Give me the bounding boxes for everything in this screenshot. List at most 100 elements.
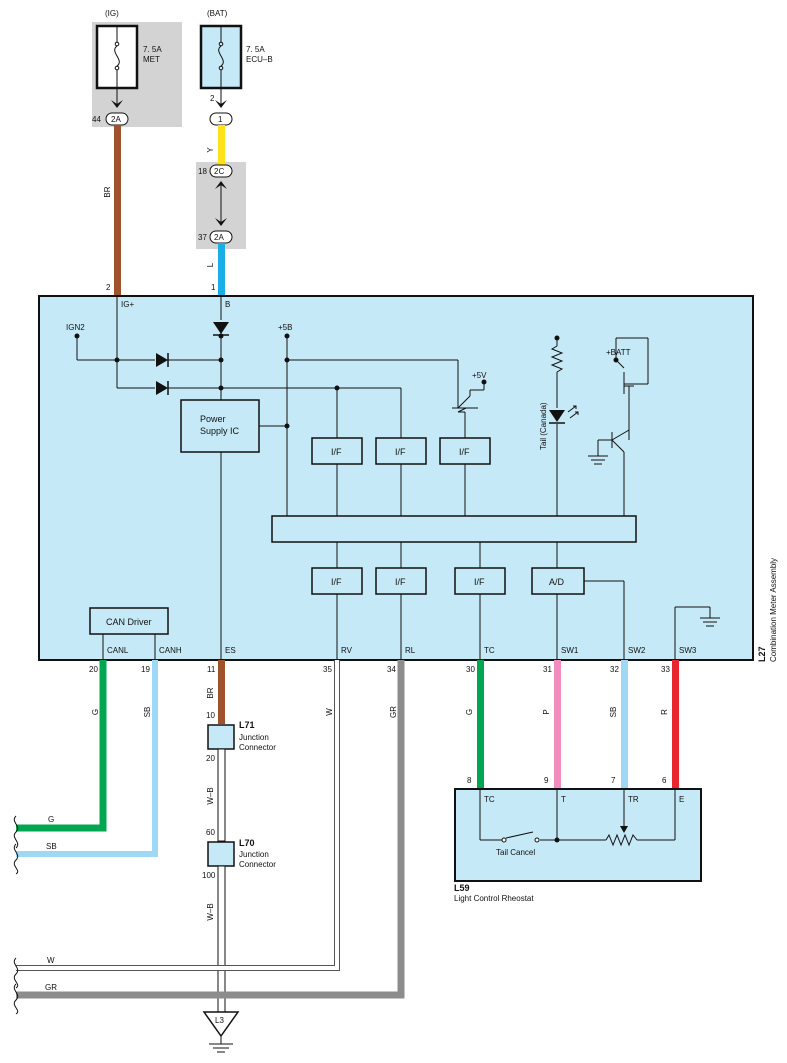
rheostat-pin-tc-label: TC [484, 795, 495, 804]
rheostat-pin-6: 6 [662, 776, 667, 785]
rheostat-pin-8: 8 [467, 776, 472, 785]
connector-2c: 2C 18 [198, 164, 233, 226]
left-wire-ends: G SB W GR [13, 815, 57, 1015]
meter-pin-rv-label: RV [341, 646, 353, 655]
power-supply-ic [180, 399, 260, 453]
meter-pin-canh-label: CANH [159, 646, 182, 655]
meter-pin-sw3-label: SW3 [679, 646, 697, 655]
ground-l3: L3 [202, 1011, 240, 1053]
if-block-1 [311, 437, 363, 465]
meter-cpu-bus [271, 515, 637, 543]
break-mark-sb [13, 843, 19, 875]
ground-l3-label: L3 [215, 1016, 224, 1025]
wire-g-canl [16, 660, 107, 832]
label-ign2: IGN2 [66, 323, 85, 332]
diode-ig [156, 381, 168, 395]
left-wire-g-label: G [48, 815, 54, 824]
label-plus5b: +5B [278, 323, 292, 332]
fuse-ig-element [114, 45, 120, 67]
meter-name: L27 [757, 646, 767, 662]
wire-g-tc [477, 660, 484, 789]
if-block-1-label: I/F [331, 447, 342, 457]
wire-g-tc-label: G [465, 709, 474, 715]
wire-p-sw1-label: P [542, 709, 551, 714]
connector-2a-junction-pin: 37 [198, 233, 207, 242]
wire-br-top [114, 125, 121, 295]
meter-pin-canl-label: CANL [107, 646, 129, 655]
fuse-ig: (IG) 7. 5A MET 2A 44 [92, 9, 182, 127]
if-block-tc-label: I/F [474, 577, 485, 587]
ad-block-label: A/D [549, 577, 565, 587]
l70-pin-out: 100 [202, 871, 216, 880]
wire-wb-1: W–B [206, 748, 226, 842]
rheostat-pin-t-label: T [561, 795, 566, 804]
fuse-ig-name: MET [143, 55, 160, 64]
connector-2a-junction-label: 2A [214, 233, 224, 242]
fuse-bat-amp: 7. 5A [246, 45, 265, 54]
wire-br-es [218, 660, 225, 724]
meter-pin-30: 30 [466, 665, 475, 674]
connector-2c-label: 2C [214, 167, 224, 176]
fuse-ig-source: (IG) [105, 9, 119, 18]
tail-resistor [550, 345, 564, 373]
light-control-rheostat: 8 9 7 6 TC T TR E Tail Cancel L59 Light … [454, 776, 702, 903]
break-mark-w [13, 957, 19, 989]
l71-line1: Junction [239, 733, 269, 742]
connector-1-label: 1 [218, 115, 223, 124]
if-block-3 [439, 437, 491, 465]
fuse-bat: (BAT) 7. 5A ECU–B 2 1 [199, 9, 273, 126]
wire-wb-2: W–B [206, 865, 226, 1013]
wire-l-label: L [206, 262, 215, 267]
wire-w-rv-label: W [325, 708, 334, 716]
wire-sb-canh [16, 660, 158, 857]
meter-pin-2: 2 [106, 283, 111, 292]
if-block-rl-label: I/F [395, 577, 406, 587]
connector-2c-pin: 18 [198, 167, 207, 176]
fuse-bat-element [218, 45, 224, 67]
wire-l [218, 243, 225, 295]
combination-meter: 2 IG+ 1 B [38, 283, 778, 662]
l71-line2: Connector [239, 743, 276, 752]
transistor-5v [452, 390, 478, 413]
connector-2a-junction: 2A 37 [198, 230, 233, 244]
transistor-tail [611, 429, 630, 454]
rheostat-pin-e-label: E [679, 795, 684, 804]
wire-p-sw1 [554, 660, 561, 789]
wire-r-sw3-label: R [660, 709, 669, 715]
rheostat-name: L59 [454, 883, 470, 893]
wire-w-rv [16, 660, 340, 971]
meter-pin-32: 32 [610, 665, 619, 674]
left-wire-gr-label: GR [45, 983, 57, 992]
break-mark-g [13, 815, 19, 849]
if-block-tc [454, 567, 506, 595]
wire-sb-sw2 [621, 660, 628, 789]
wire-gr-rl-label: GR [389, 706, 398, 718]
power-supply-ic-label-2: Supply IC [200, 426, 240, 436]
can-driver-label: CAN Driver [106, 617, 152, 627]
diode-ign2 [156, 353, 168, 367]
wire-w-rv-fill [16, 660, 339, 970]
rheostat-pin-9: 9 [544, 776, 549, 785]
left-wire-sb-label: SB [46, 842, 57, 851]
meter-pin-20: 20 [89, 665, 98, 674]
fuse-bat-name: ECU–B [246, 55, 273, 64]
wire-y-label: Y [206, 147, 215, 153]
label-plus5v: +5V [472, 371, 487, 380]
wire-g-canl-label: G [91, 709, 100, 715]
fuse-bat-pin: 2 [210, 94, 215, 103]
power-supply-ic-label-1: Power [200, 414, 226, 424]
meter-pin-11: 11 [207, 665, 216, 674]
if-block-2-label: I/F [395, 447, 406, 457]
meter-pin-sw1-label: SW1 [561, 646, 579, 655]
junction-l70: 60 100 L70 Junction Connector [202, 828, 276, 880]
l70-pin-in: 60 [206, 828, 215, 837]
if-block-rl [375, 567, 427, 595]
meter-pin-35: 35 [323, 665, 332, 674]
wire-br-es-label: BR [206, 687, 215, 698]
meter-pin-34: 34 [387, 665, 396, 674]
if-block-rv-label: I/F [331, 577, 342, 587]
meter-pin-33: 33 [661, 665, 670, 674]
label-batt: +BATT [606, 348, 631, 357]
transistor-batt [615, 359, 648, 394]
meter-pin-19: 19 [141, 665, 150, 674]
